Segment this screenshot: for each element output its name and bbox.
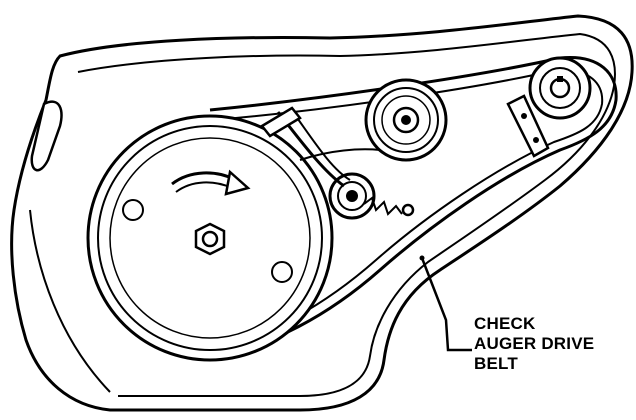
idler-pulley-hub xyxy=(346,190,358,202)
right-pulley-key xyxy=(557,76,563,82)
check-belt-callout: CHECK AUGER DRIVE BELT xyxy=(474,314,594,374)
drive-belt-inner xyxy=(213,68,604,347)
large-pulley-rim xyxy=(97,125,323,351)
hub-center-bore xyxy=(201,230,219,248)
housing-inner-rim xyxy=(77,32,616,397)
housing-lower-lip xyxy=(29,209,111,393)
pulley-bolt-hole xyxy=(271,261,293,283)
upper-pulley-groove xyxy=(373,87,439,153)
belt-guide-bracket xyxy=(506,94,550,158)
callout-leader-line xyxy=(419,255,472,352)
upper-pulley-groove-inner xyxy=(381,95,431,145)
idler-pulley-inner xyxy=(337,181,367,211)
drive-belt-outer xyxy=(209,56,618,358)
idler-arm xyxy=(260,106,381,188)
tension-spring xyxy=(363,196,415,217)
upper-pulley-bolt xyxy=(401,115,411,125)
housing-left-flange xyxy=(30,100,63,172)
right-pulley-inner xyxy=(539,67,581,109)
callout-line-1: CHECK xyxy=(474,314,536,333)
callout-line-2: AUGER DRIVE xyxy=(474,334,595,353)
pulley-bolt-hole xyxy=(122,199,144,221)
curved-arrow-icon xyxy=(171,169,251,196)
callout-line-3: BELT xyxy=(474,354,518,373)
